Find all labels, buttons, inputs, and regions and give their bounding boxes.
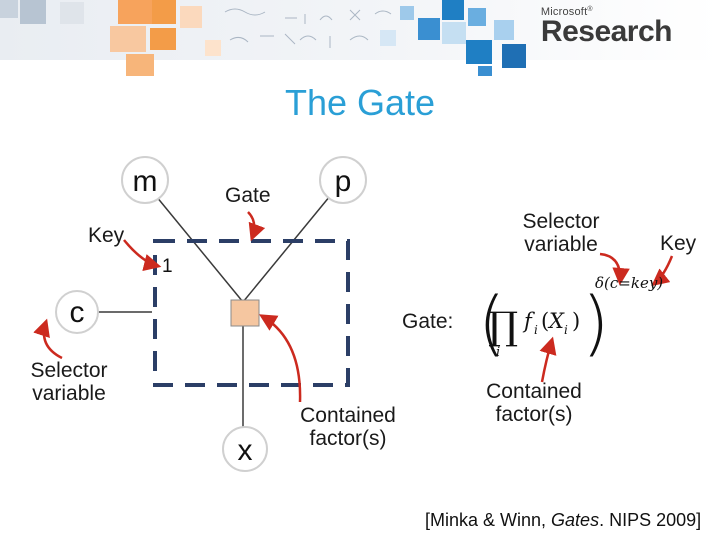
- node-x-label: x: [238, 434, 253, 467]
- arrow-selector-left: [33, 318, 63, 360]
- arrow-key-right: [651, 255, 674, 287]
- product-symbol: ∏: [488, 304, 518, 348]
- delta-expression: δ(c=key): [595, 274, 663, 292]
- key-label-left: Key: [88, 224, 125, 247]
- gate-label: Gate: [225, 184, 271, 207]
- node-x: x: [222, 426, 268, 472]
- left-paren: (: [478, 282, 505, 364]
- citation: [Minka & Winn, Gates. NIPS 2009]: [425, 510, 701, 531]
- arg-subscript: i: [564, 323, 568, 337]
- factor-subscript: i: [534, 323, 538, 337]
- node-p-label: p: [335, 165, 352, 198]
- node-c: c: [55, 290, 99, 334]
- arrow-selector-right: [599, 252, 630, 286]
- factor-symbol: f: [522, 309, 535, 333]
- selector-variable-label-right: Selector variable: [522, 210, 600, 257]
- key-label-right: Key: [660, 232, 697, 255]
- contained-factor-label-right: Contained factor(s): [486, 380, 582, 427]
- gate-factor-node: [230, 299, 260, 327]
- node-c-label: c: [70, 296, 85, 329]
- gate-formula: δ(c=key) ( ∏ i f i ( X i ) ): [478, 274, 663, 364]
- banner-tiles: [0, 0, 526, 76]
- edge-m-gate: [155, 195, 244, 303]
- arrow-key-left: [123, 239, 162, 272]
- graph-edges: [97, 195, 331, 428]
- gate-key-label: 1: [162, 256, 173, 277]
- slide-title: The Gate: [284, 82, 436, 123]
- citation-italic: Gates: [551, 510, 600, 530]
- node-m-label: m: [133, 165, 158, 198]
- node-m: m: [121, 156, 169, 204]
- arrow-contained-right: [539, 336, 557, 383]
- annotation-arrows: [33, 211, 674, 403]
- node-p: p: [319, 156, 367, 204]
- banner-graphic: [0, 0, 720, 76]
- contained-factor-label-left: Contained factor(s): [300, 404, 396, 451]
- edge-p-gate: [242, 195, 331, 303]
- product-index: i: [496, 345, 500, 360]
- arrow-gate: [247, 211, 266, 242]
- selector-variable-label-left: Selector variable: [30, 359, 108, 406]
- arrow-contained-left: [258, 314, 302, 403]
- microsoft-research-logo: Microsoft® Research: [540, 6, 673, 48]
- header-banner: Microsoft® Research: [0, 0, 720, 78]
- arg-symbol: X: [547, 309, 565, 333]
- citation-prefix: [Minka & Winn,: [425, 510, 552, 530]
- gate-formula-label: Gate:: [402, 310, 454, 333]
- citation-suffix: . NIPS 2009]: [599, 510, 702, 530]
- open-paren: (: [541, 309, 549, 333]
- right-paren: ): [582, 282, 609, 364]
- close-paren: ): [572, 309, 580, 333]
